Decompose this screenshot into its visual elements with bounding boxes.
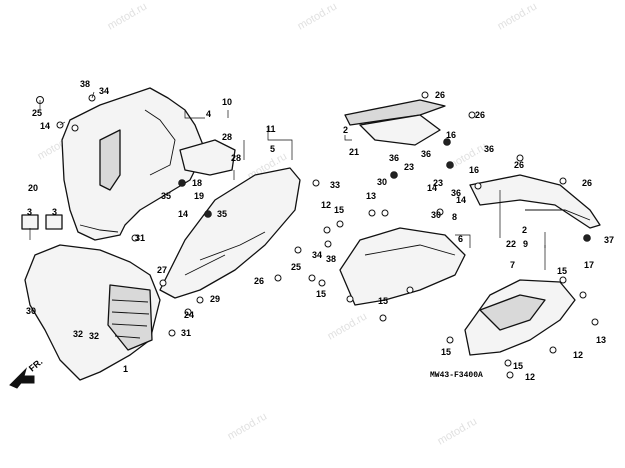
callout-23: 23	[433, 178, 443, 188]
callout-6: 6	[458, 234, 463, 244]
watermark-text: motod.ru	[296, 0, 340, 32]
callout-18: 18	[192, 178, 202, 188]
callout-13: 13	[596, 335, 606, 345]
callouts: 1 2 2 3 3 4 5 6 7 8 9 10 11 12 12 12 13 …	[26, 79, 614, 382]
middle-lower-cowl	[159, 167, 301, 299]
callout-15: 15	[441, 347, 451, 357]
callout-12: 12	[573, 350, 583, 360]
callout-38: 38	[80, 79, 90, 89]
callout-30: 30	[26, 306, 36, 316]
callout-35: 35	[217, 209, 227, 219]
callout-1: 1	[123, 364, 128, 374]
callout-23: 23	[404, 162, 414, 172]
callout-14: 14	[178, 209, 188, 219]
fasteners	[36, 91, 599, 379]
callout-12: 12	[525, 372, 535, 382]
side-strip	[469, 174, 601, 229]
callout-4: 4	[206, 109, 211, 119]
callout-28: 28	[231, 153, 241, 163]
callout-26: 26	[435, 90, 445, 100]
callout-25: 25	[32, 108, 42, 118]
callout-14: 14	[40, 121, 50, 131]
watermark-text: motod.ru	[326, 310, 370, 342]
callout-31: 31	[181, 328, 191, 338]
callout-2: 2	[522, 225, 527, 235]
callout-34: 34	[312, 250, 322, 260]
callout-32: 32	[73, 329, 83, 339]
callout-20: 20	[28, 183, 38, 193]
callout-36: 36	[484, 144, 494, 154]
callout-37: 37	[604, 235, 614, 245]
callout-24: 24	[184, 310, 194, 320]
callout-36: 36	[451, 188, 461, 198]
upper-right-panel	[344, 99, 446, 146]
callout-21: 21	[349, 147, 359, 157]
callout-3: 3	[52, 207, 57, 217]
lower-left-cowl	[24, 244, 161, 381]
front-direction-arrow: FR.	[9, 357, 45, 389]
callout-26: 26	[475, 110, 485, 120]
callout-34: 34	[99, 86, 109, 96]
watermark-text: motod.ru	[226, 410, 270, 442]
callout-36: 36	[389, 153, 399, 163]
callout-38: 38	[326, 254, 336, 264]
callout-26: 26	[582, 178, 592, 188]
watermark-text: motod.ru	[496, 0, 540, 32]
callout-9: 9	[523, 239, 528, 249]
callout-29: 29	[210, 294, 220, 304]
callout-16: 16	[446, 130, 456, 140]
callout-15: 15	[316, 289, 326, 299]
callout-27: 27	[157, 265, 167, 275]
callout-30: 30	[431, 210, 441, 220]
bracket-pair	[21, 214, 63, 230]
callout-25: 25	[291, 262, 301, 272]
callout-17: 17	[584, 260, 594, 270]
callout-14: 14	[456, 195, 466, 205]
callout-28: 28	[222, 132, 232, 142]
callout-12: 12	[321, 200, 331, 210]
callout-8: 8	[452, 212, 457, 222]
diagram-code: MW43-F3400A	[430, 371, 483, 380]
watermark-text: motod.ru	[436, 415, 480, 447]
callout-15: 15	[378, 296, 388, 306]
callout-14: 14	[427, 183, 437, 193]
callout-5: 5	[270, 144, 275, 154]
inner-right-panel	[339, 227, 466, 306]
callout-31: 31	[135, 233, 145, 243]
callout-15: 15	[557, 266, 567, 276]
callout-26: 26	[514, 160, 524, 170]
callout-10: 10	[222, 97, 232, 107]
callout-35: 35	[161, 191, 171, 201]
callout-30: 30	[377, 177, 387, 187]
callout-36: 36	[421, 149, 431, 159]
direction-label: FR.	[27, 357, 45, 374]
callout-3: 3	[27, 207, 32, 217]
inner-bracket	[179, 139, 236, 176]
leader-lines	[29, 91, 546, 270]
callout-15: 15	[513, 361, 523, 371]
callout-32: 32	[89, 331, 99, 341]
upper-left-cowl	[61, 87, 206, 241]
callout-26: 26	[254, 276, 264, 286]
callout-15: 15	[334, 205, 344, 215]
callout-22: 22	[506, 239, 516, 249]
lower-right-cowl	[464, 279, 576, 356]
callout-11: 11	[266, 124, 276, 134]
callout-16: 16	[469, 165, 479, 175]
watermark-text: motod.ru	[106, 0, 150, 32]
callout-2: 2	[343, 125, 348, 135]
callout-33: 33	[330, 180, 340, 190]
callout-7: 7	[510, 260, 515, 270]
callout-19: 19	[194, 191, 204, 201]
callout-13: 13	[366, 191, 376, 201]
